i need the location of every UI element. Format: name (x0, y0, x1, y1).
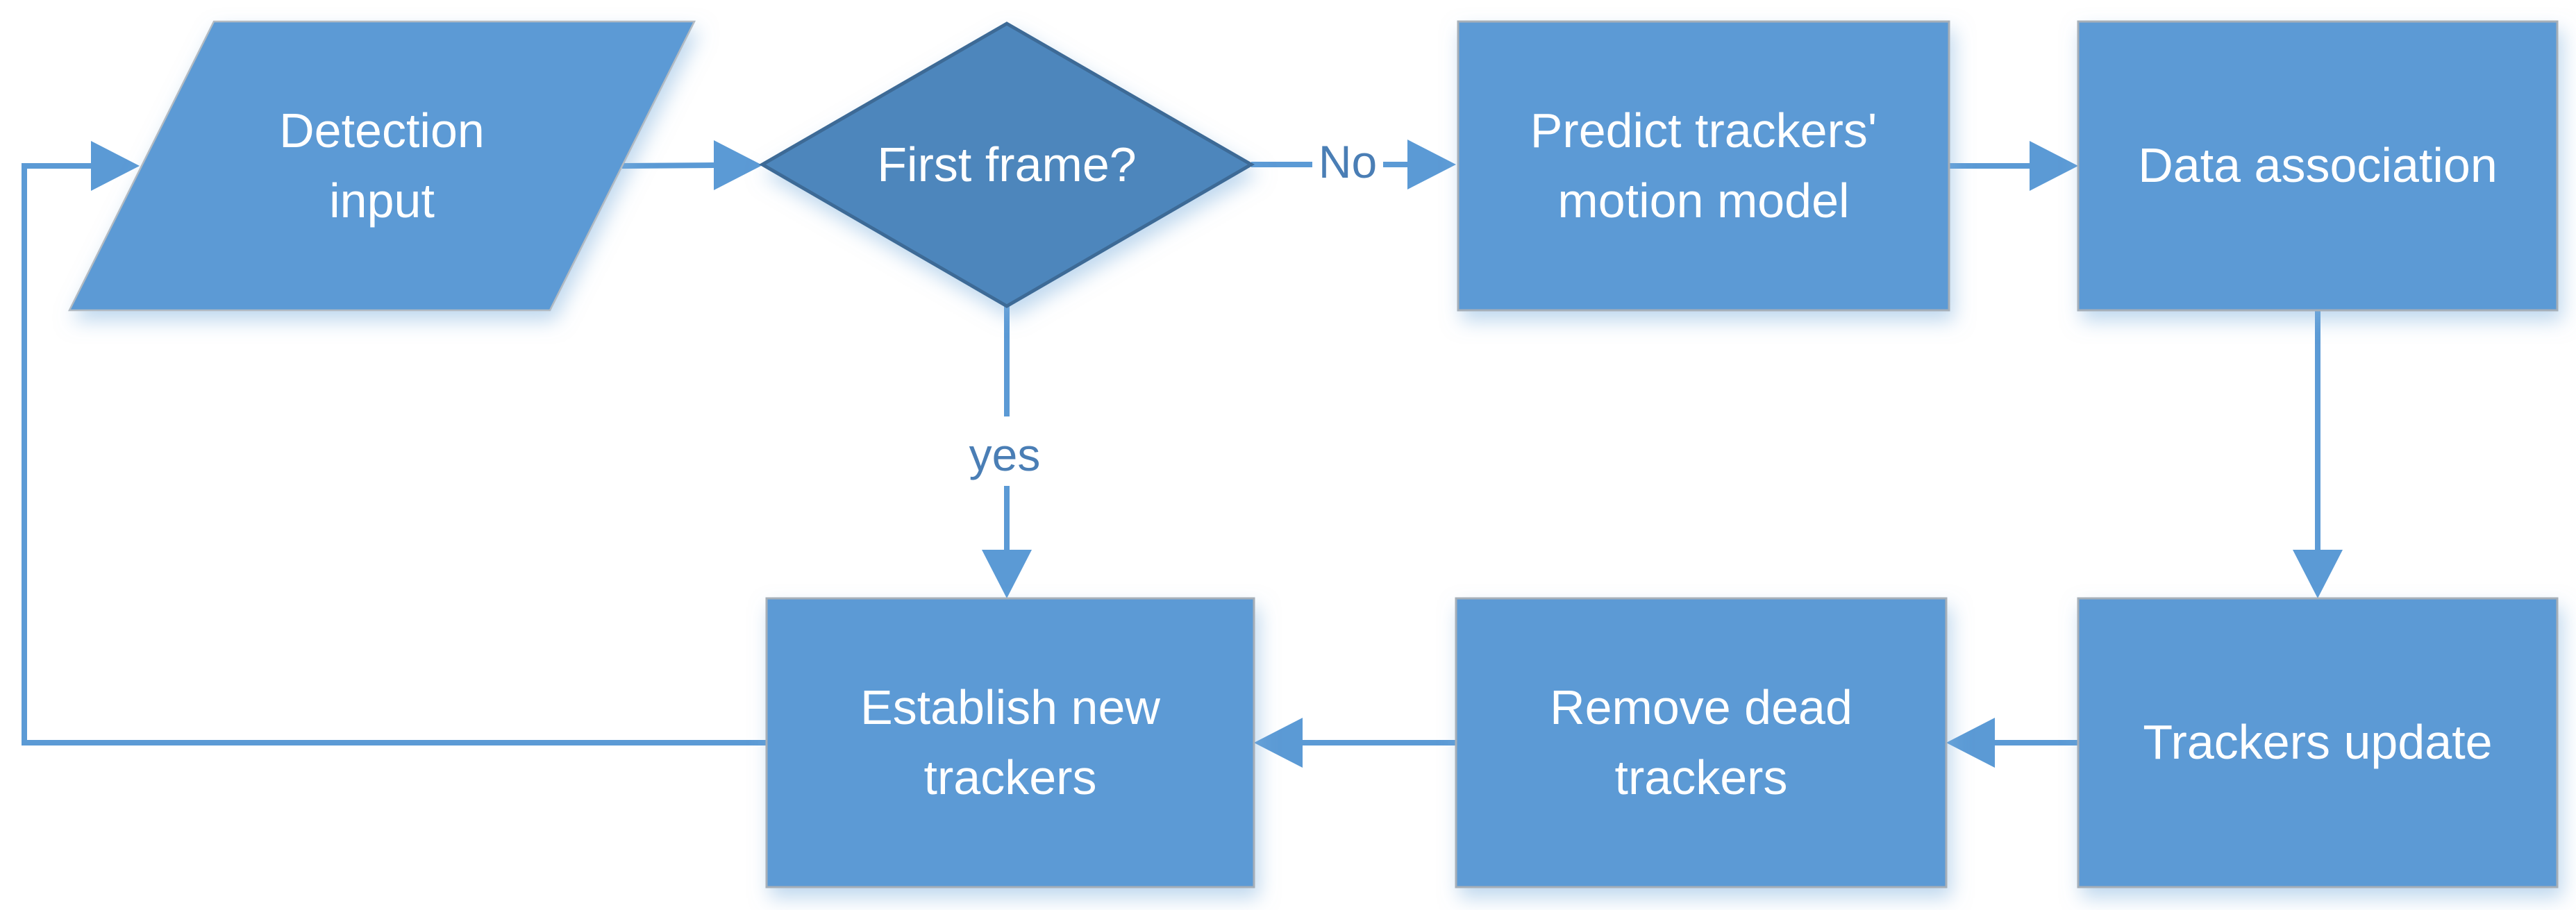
arrowhead-into-establish-top (982, 550, 1032, 598)
arrowhead-into-predict (1407, 140, 1456, 189)
edge-detection-to-firstframe (621, 162, 714, 169)
node-trackers-update-shape (2077, 597, 2559, 888)
arrowhead-into-establish-left (1254, 718, 1303, 768)
arrowhead-into-remove (1946, 718, 1995, 768)
arrowhead-into-dataassoc (2030, 141, 2078, 191)
node-detection-input-shape (67, 20, 696, 312)
arrowhead-into-update (2293, 550, 2343, 598)
edge-establish-to-detection-loop (22, 163, 767, 745)
node-predict-motion-shape (1457, 20, 1950, 312)
node-data-association-shape (2077, 20, 2559, 312)
arrowhead-into-detection (91, 141, 140, 191)
arrowhead-into-firstframe (714, 140, 762, 190)
node-first-frame-shape (759, 22, 1255, 308)
node-remove-dead-shape (1455, 597, 1948, 888)
node-establish-new-shape (765, 597, 1255, 888)
